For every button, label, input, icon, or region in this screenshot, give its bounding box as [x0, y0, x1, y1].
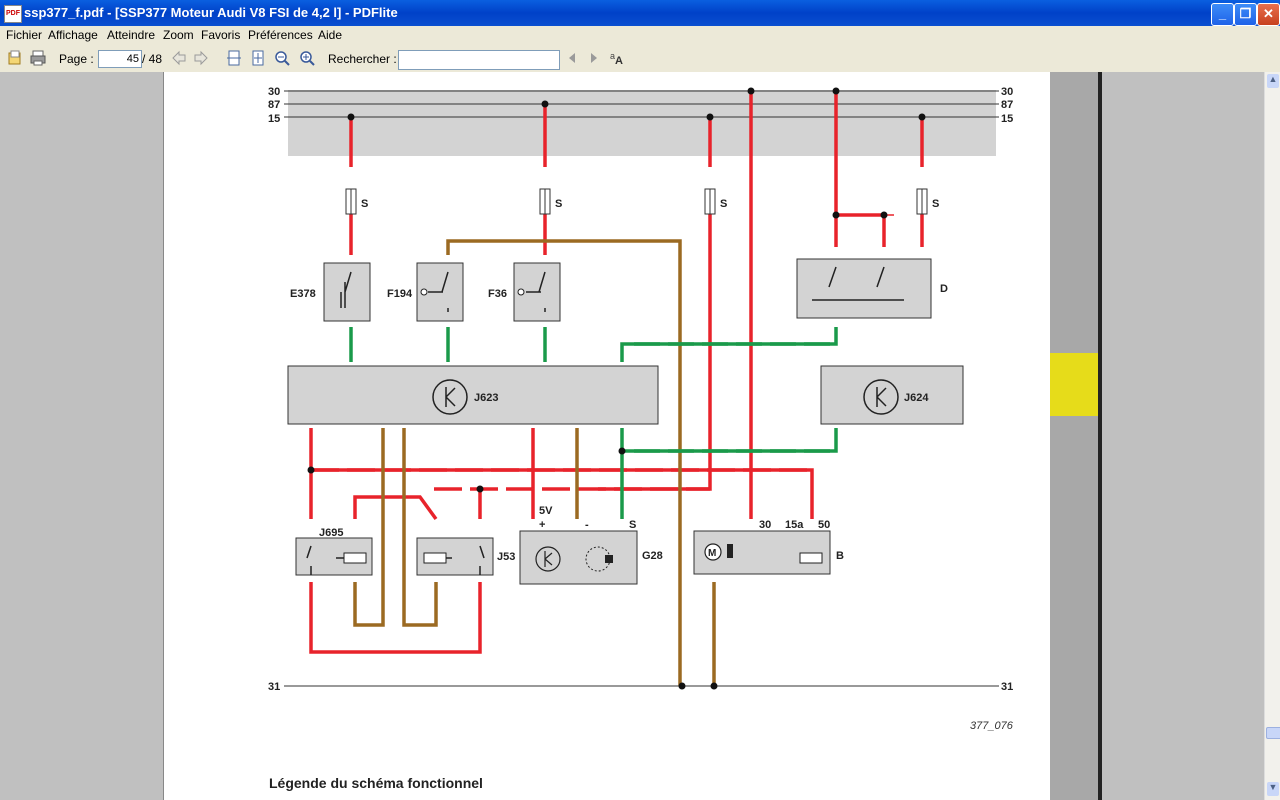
bus-label-30-right: 30: [1001, 86, 1013, 98]
search-label: Rechercher :: [328, 52, 397, 66]
svg-text:M: M: [708, 548, 716, 559]
menu-favoris[interactable]: Favoris: [201, 28, 241, 42]
page-total: / 48: [142, 52, 163, 66]
zoom-out-icon[interactable]: [273, 50, 291, 68]
label-f194: F194: [387, 288, 413, 300]
current-page-thumbnail-highlight[interactable]: [1050, 353, 1098, 416]
bus-label-15-right: 15: [1001, 113, 1013, 125]
red-dashed-wires: [311, 468, 812, 491]
label-d: D: [940, 283, 948, 295]
menu-atteindre[interactable]: Atteindre: [107, 28, 156, 42]
fuse-label-3: S: [720, 198, 727, 210]
restore-button[interactable]: ❐: [1234, 3, 1257, 26]
j624-box: [820, 365, 964, 425]
j624-transistor-icon: [863, 379, 899, 415]
window-title: ssp377_f.pdf - [SSP377 Moteur Audi V8 FS…: [24, 5, 398, 20]
label-j53: J53: [497, 551, 515, 563]
g28-sensor-icon: [535, 546, 561, 572]
junction-dots: [307, 87, 926, 690]
label-b: B: [836, 550, 844, 562]
j623-transistor-icon: [432, 379, 468, 415]
bus-band: [288, 90, 996, 156]
e378-box: [323, 262, 371, 322]
pin-b-50: 50: [818, 519, 830, 531]
pin-b-15a: 15a: [785, 519, 804, 531]
toolbar: Page : / 48 Rechercher : aA: [0, 46, 1280, 73]
label-j624: J624: [904, 392, 929, 404]
print-icon[interactable]: [29, 50, 47, 68]
title-bar: PDF ssp377_f.pdf - [SSP377 Moteur Audi V…: [0, 0, 1280, 26]
label-j623: J623: [474, 392, 498, 404]
back-arrow-icon[interactable]: [170, 50, 188, 68]
forward-arrow-icon[interactable]: [192, 50, 210, 68]
svg-text:A: A: [615, 55, 623, 66]
fuses: [345, 188, 928, 215]
pane-divider[interactable]: [1098, 72, 1102, 800]
search-previous-icon[interactable]: [563, 50, 581, 68]
open-icon[interactable]: [6, 50, 24, 68]
scroll-down-icon[interactable]: ▼: [1267, 782, 1279, 796]
menu-fichier[interactable]: Fichier: [6, 28, 43, 42]
fuse-label-1: S: [361, 198, 368, 210]
figure-reference: 377_076: [970, 720, 1013, 732]
menu-zoom[interactable]: Zoom: [163, 28, 194, 42]
bus-label-15-left: 15: [268, 113, 280, 125]
fit-page-icon[interactable]: [249, 50, 267, 68]
pin-g28-minus: -: [585, 519, 589, 531]
fuse-label-4: S: [932, 198, 939, 210]
page-number-input[interactable]: [98, 50, 142, 68]
pdf-app-icon: PDF: [4, 5, 22, 23]
pin-g28-5v: 5V: [539, 505, 553, 517]
legend-heading: Légende du schéma fonctionnel: [269, 775, 483, 791]
wiring-diagram: 30 87 15 30 87 15 31 31: [268, 86, 1013, 693]
search-input[interactable]: [398, 50, 560, 70]
document-viewport[interactable]: 30 87 15 30 87 15 31 31: [0, 72, 1264, 800]
bus-label-87-right: 87: [1001, 99, 1013, 111]
menu-affichage[interactable]: Affichage: [48, 28, 98, 42]
fit-width-icon[interactable]: [225, 50, 243, 68]
label-j695: J695: [319, 527, 343, 539]
pin-g28-plus: +: [539, 519, 545, 531]
g28-box: [519, 530, 638, 585]
pin-g28-s: S: [629, 519, 636, 531]
bus-label-87-left: 87: [268, 99, 280, 111]
svg-text:a: a: [610, 51, 615, 61]
ground-label-left: 31: [268, 681, 280, 693]
vertical-scrollbar[interactable]: ▲ ▼: [1264, 72, 1280, 800]
search-next-icon[interactable]: [585, 50, 603, 68]
menu-bar: Fichier Affichage Atteindre Zoom Favoris…: [0, 26, 1280, 46]
scrollbar-thumb[interactable]: [1266, 727, 1280, 739]
d-box: [796, 258, 932, 319]
page-label: Page :: [59, 52, 94, 66]
label-f36: F36: [488, 288, 507, 300]
ground-label-right: 31: [1001, 681, 1013, 693]
fuse-label-2: S: [555, 198, 562, 210]
starter-motor-icon: [704, 543, 722, 561]
side-pane: [1102, 72, 1264, 800]
label-g28: G28: [642, 550, 663, 562]
minimize-button[interactable]: _: [1211, 3, 1234, 26]
menu-preferences[interactable]: Préférences: [248, 28, 313, 42]
pin-b-30: 30: [759, 519, 771, 531]
close-button[interactable]: ✕: [1257, 3, 1280, 26]
pdf-page: 30 87 15 30 87 15 31 31: [163, 72, 1051, 800]
bus-label-30-left: 30: [268, 86, 280, 98]
menu-aide[interactable]: Aide: [318, 28, 343, 42]
scroll-up-icon[interactable]: ▲: [1267, 74, 1279, 88]
bus-lines: [284, 90, 999, 687]
label-e378: E378: [290, 288, 316, 300]
thumbnail-strip[interactable]: [1050, 72, 1100, 800]
brown-wires: [353, 239, 716, 686]
j623-box: [287, 365, 659, 425]
zoom-in-icon[interactable]: [298, 50, 316, 68]
